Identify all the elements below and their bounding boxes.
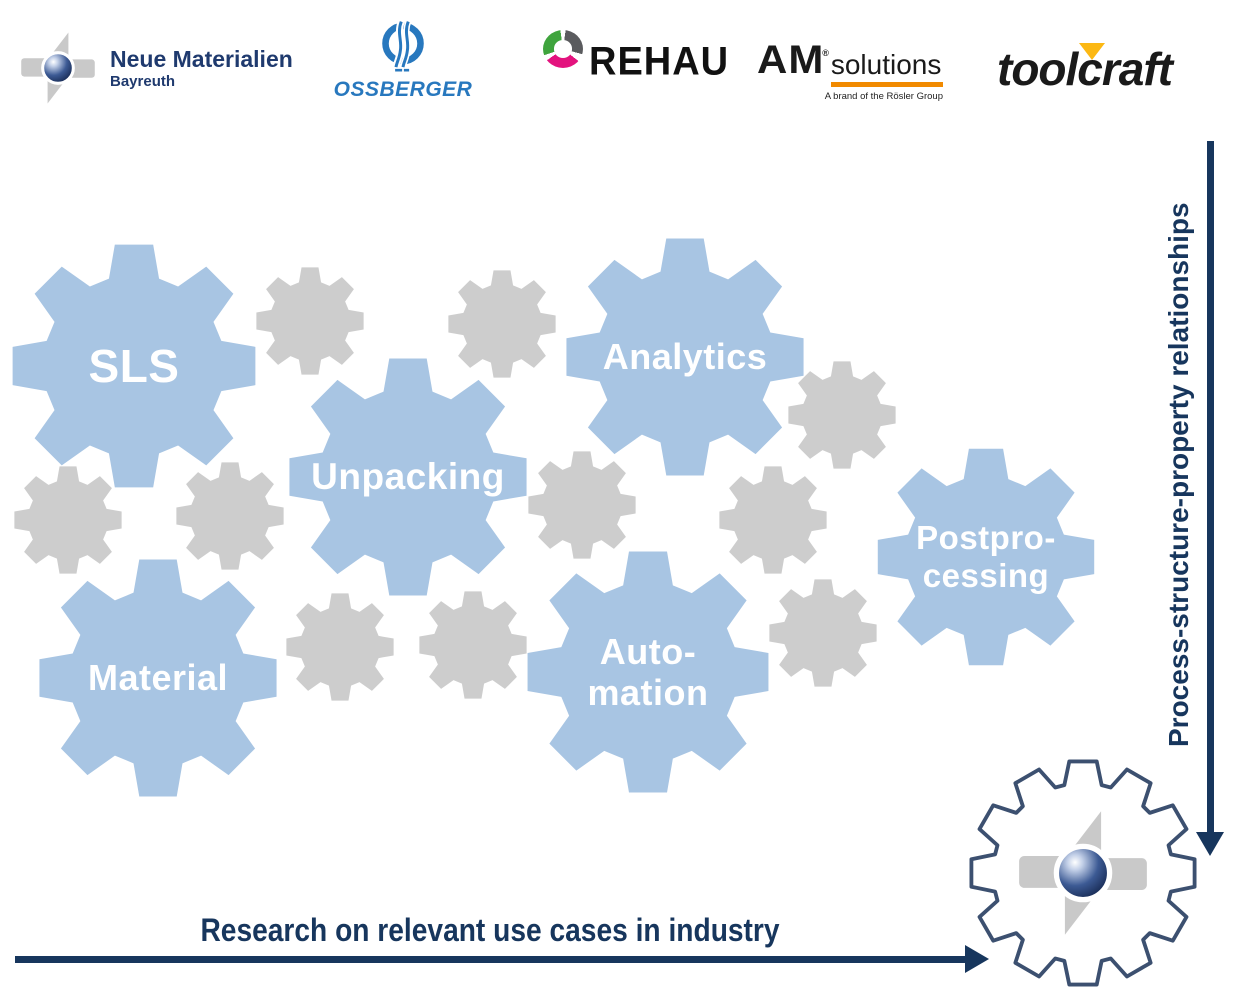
am-registered-mark: ® [822, 48, 829, 58]
ossberger-logo-icon [382, 20, 424, 72]
gear-icon [769, 579, 877, 687]
gear-label-postprocessing: Postpro- cessing [916, 519, 1056, 594]
am-mark: AM [757, 38, 825, 82]
gear-gray-8 [283, 590, 397, 704]
logo-rehau: REHAU [543, 30, 730, 84]
horizontal-axis-label: Research on relevant use cases in indust… [200, 912, 780, 948]
gear-automation: Auto- mation [520, 544, 776, 800]
gear-label-analytics: Analytics [602, 336, 768, 378]
gear-postprocessing: Postpro- cessing [871, 442, 1101, 672]
am-tagline: A brand of the Rösler Group [824, 91, 943, 102]
neue-materialien-logo-icon [20, 30, 96, 106]
gear-label-sls: SLS [88, 339, 180, 392]
research-arrow [15, 956, 965, 963]
gear-gray-9 [416, 588, 530, 702]
gear-analytics: Analytics [559, 231, 811, 483]
arrow-right-icon [965, 945, 989, 973]
ossberger-wordmark: OSSBERGER [333, 78, 473, 101]
vertical-axis-label: Process-structure-property relationships [1163, 202, 1194, 748]
gear-sls: SLS [5, 237, 263, 495]
logo-ossberger: OSSBERGER [330, 18, 476, 102]
am-wordmark: solutions [830, 49, 942, 80]
logo-toolcraft: toolcraft [997, 43, 1173, 92]
research-gear [965, 755, 1201, 991]
am-orange-bar [831, 82, 943, 87]
gear-icon [286, 593, 394, 701]
neue-materialien-wordmark: Neue Materialien [110, 46, 293, 72]
gear-label-automation: Auto- mation [587, 630, 709, 713]
gear-label-unpacking: Unpacking [311, 455, 505, 497]
gear-unpacking: Unpacking [282, 351, 534, 603]
logo-neue-materialien: Neue Materialien Bayreuth [20, 22, 293, 114]
neue-materialien-logo-icon [1017, 807, 1149, 939]
gear-material: Material [32, 552, 284, 804]
toolcraft-triangle-icon [1079, 43, 1105, 60]
neue-materialien-city: Bayreuth [110, 73, 176, 90]
process-structure-arrow [1207, 141, 1214, 832]
gear-gray-10 [766, 576, 880, 690]
rehau-logo-icon [543, 30, 583, 68]
arrow-down-icon [1196, 832, 1224, 856]
logo-am-solutions: AM ® solutions A brand of the Rösler Gro… [757, 40, 943, 102]
rehau-wordmark: REHAU [589, 39, 730, 84]
gear-label-material: Material [87, 657, 229, 699]
gear-icon [419, 591, 527, 699]
